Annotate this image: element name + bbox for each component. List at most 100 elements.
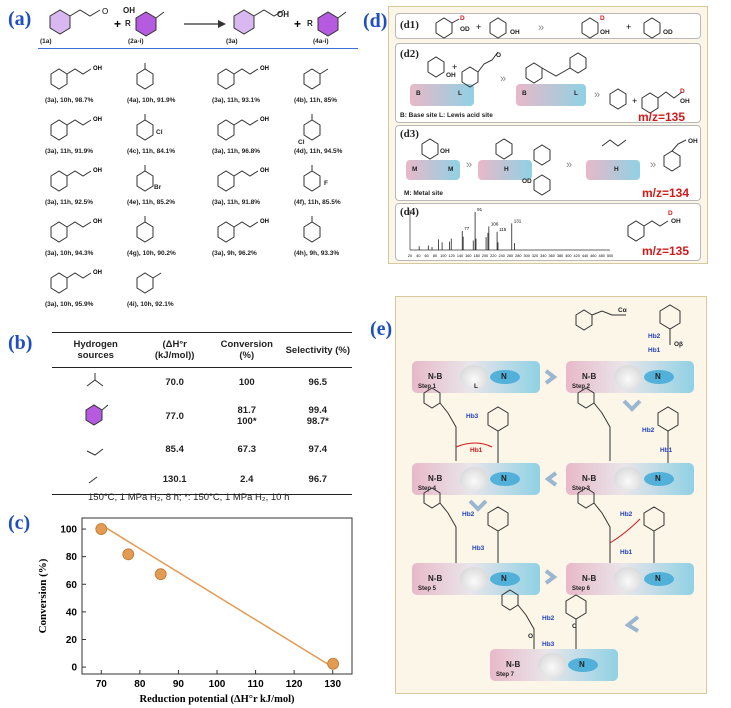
hydrogen-source-table: Hydrogen sources (ΔH°r (kJ/mol)) Convers… (52, 332, 352, 495)
panel-label-c: (c) (8, 512, 31, 534)
hb1-label: Hb1 (660, 447, 673, 454)
mz-value: m/z=134 (642, 186, 690, 200)
hb2-label: Hb2 (542, 615, 555, 622)
spectrum-x-tick: 220 (490, 254, 496, 258)
surface-vacancy (460, 467, 488, 491)
svg-text:+: + (632, 96, 637, 106)
spectrum-x-tick: 400 (565, 254, 571, 258)
metal-site-label: M (412, 166, 418, 173)
step-label: Step 6 (572, 586, 591, 592)
step-label: Step 1 (418, 384, 437, 390)
spectrum-x-tick: 420 (573, 254, 579, 258)
svg-text:»: » (466, 159, 472, 171)
svg-text:»: » (566, 159, 572, 171)
metal-site (490, 472, 520, 486)
entry-product-label: (3a), 10h, 94.3% (45, 250, 94, 257)
y-tick-label: 0 (71, 663, 77, 674)
header-hydrogen-sources: Hydrogen sources (52, 332, 140, 368)
mz-value: m/z=135 (642, 244, 690, 258)
chevron-down-left-icon (624, 615, 640, 633)
reaction-scheme: O + + (49, 7, 347, 37)
spectrum-peak-label: 115 (499, 227, 507, 232)
oh-label: OH (123, 6, 135, 15)
metal-site (490, 572, 520, 586)
surface-vacancy (614, 567, 642, 591)
hb3-label: Hb3 (472, 545, 485, 552)
chevron-right-icon (544, 569, 558, 585)
base-site-label: B (522, 90, 527, 97)
entry-ketone-label: (4b), 11h, 85% (294, 97, 337, 104)
spectrum-x-tick: 240 (498, 254, 504, 258)
hydrogen-label: H (504, 166, 509, 173)
selectivity-value: 97.4 (308, 444, 328, 455)
spectrum-x-tick: 320 (532, 254, 538, 258)
svg-text:O: O (102, 7, 108, 16)
cyclohexanol-structure (52, 398, 139, 435)
svg-text:+: + (452, 62, 457, 72)
site-n-label: N (655, 372, 661, 381)
step-6-surface: N-B N Step 6 (566, 563, 694, 595)
table-footnote: 150°C, 1 MPa H₂, 8 h; *: 150°C, 1 MPa H₂… (88, 492, 290, 503)
svg-text:+: + (626, 22, 631, 32)
surface-vacancy (538, 653, 566, 677)
svg-text:OH: OH (260, 117, 269, 123)
surface-vacancy (460, 567, 488, 591)
x-tick-label: 120 (286, 679, 303, 690)
step-5-surface: N-B N Step 5 (412, 563, 540, 595)
y-tick-label: 80 (66, 552, 78, 563)
table-row: 85.4 67.3 97.4 (52, 435, 352, 465)
svg-text:»: » (594, 89, 600, 101)
svg-text:OH: OH (93, 117, 102, 123)
svg-text:OH: OH (93, 66, 102, 72)
data-point (122, 548, 135, 561)
entry-product-label: (3a), 11h, 91.9% (45, 148, 94, 155)
spectrum-x-tick: 180 (473, 254, 479, 258)
spectrum-x-tick: 80 (433, 254, 437, 258)
site-n-label: N (655, 574, 661, 583)
site-nb-label: N-B (582, 372, 597, 381)
spectrum-x-tick: 360 (548, 254, 554, 258)
svg-text:+: + (114, 17, 121, 31)
panel-label-a: (a) (8, 8, 32, 30)
metal-site (644, 572, 674, 586)
metal-site (490, 370, 520, 384)
svg-text:OH: OH (93, 219, 102, 225)
chevron-down-icon (468, 499, 488, 512)
d2-box: (d2) + » » + B L B L OH O D OH B: Base s… (395, 43, 701, 124)
panel-e-mechanism-steps: N-B N Step 1 L N-B N Step 2 N-B N Step 3… (395, 296, 707, 694)
product-oh-label: OH (277, 10, 289, 19)
entry-ketone-label: (4e), 11h, 85.2% (127, 199, 176, 206)
entry-ketone-label: (4i), 10h, 92.1% (127, 301, 174, 308)
conversion-value: 81.7 (237, 405, 257, 416)
hydrogen-label: H (614, 166, 619, 173)
x-tick-label: 130 (324, 679, 341, 690)
step-label: Step 4 (418, 486, 437, 492)
methanol-structure (52, 464, 140, 495)
spectrum-x-tick: 340 (540, 254, 546, 258)
panel-label-b: (b) (8, 332, 33, 354)
step-label: Step 5 (418, 586, 437, 592)
spectrum-x-tick: 100 (440, 254, 446, 258)
d3-legend: M: Metal site (404, 190, 444, 197)
entry-ketone-label: (4f), 11h, 85.5% (294, 199, 341, 206)
mz-value: m/z=135 (638, 110, 686, 124)
ethanol-structure (52, 435, 139, 465)
header-selectivity: Selectivity (%) (283, 332, 352, 368)
r-label: R (125, 19, 131, 28)
base-site-label: B (416, 90, 421, 97)
spectrum-x-tick: 500 (607, 254, 613, 258)
conversion-value: 100 (238, 377, 255, 389)
site-nb-label: N-B (428, 372, 443, 381)
d1-box: (d1) + » + D OD OH D OH OD (395, 13, 701, 39)
spectrum-x-tick: 440 (582, 254, 588, 258)
bromo-label: Br (154, 184, 162, 191)
oh-label: OH (688, 138, 698, 145)
data-point (327, 657, 340, 670)
deuterium-label: D (460, 15, 465, 22)
dh-value: 85.4 (165, 444, 184, 455)
step-3-surface: N-B N Step 3 (566, 463, 694, 495)
product-label-4a: (4a-i) (313, 38, 329, 45)
